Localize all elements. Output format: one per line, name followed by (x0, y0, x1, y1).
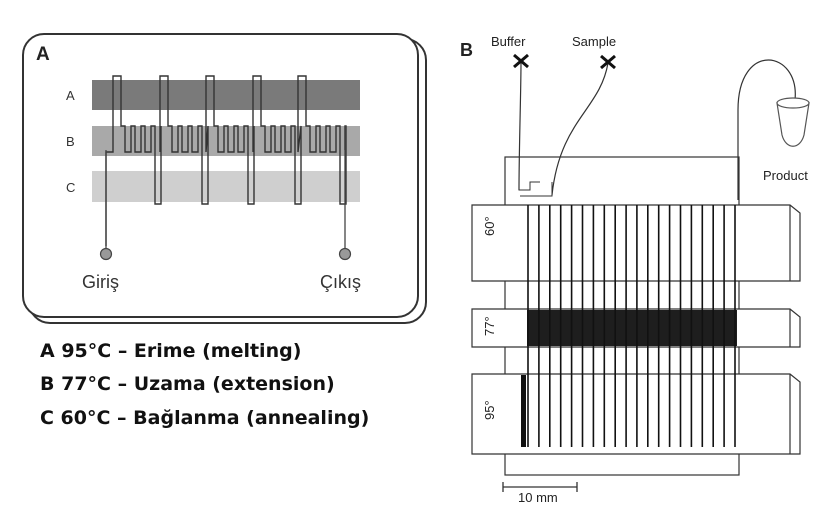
row-label-a: A (66, 88, 75, 103)
legend-line-melting: A 95°C – Erime (melting) (40, 340, 302, 362)
legend-line-extension: B 77°C – Uzama (extension) (40, 373, 335, 395)
temp-label-60: 60° (482, 216, 497, 236)
buffer-tube (518, 61, 522, 191)
panel-b-title: B (460, 40, 473, 60)
scale-label: 10 mm (518, 490, 558, 505)
heater-block-60 (471, 204, 801, 282)
product-label: Product (763, 168, 808, 183)
serpentine-channel (105, 75, 347, 246)
temp-label-95: 95° (482, 400, 497, 420)
band-a (92, 80, 360, 110)
melting-zone-edge (521, 375, 526, 447)
extension-zone-fill (527, 310, 737, 346)
row-label-c: C (66, 180, 76, 195)
outlet-tube (737, 59, 796, 200)
scale-bar (502, 482, 578, 492)
buffer-valve (513, 53, 529, 69)
inlet-label: Giriş (82, 272, 119, 292)
outlet-port (338, 247, 352, 261)
sample-valve (600, 54, 616, 70)
heater-block-95 (471, 373, 801, 455)
band-c (92, 171, 360, 202)
product-tube-icon (776, 97, 810, 147)
legend-line-annealing: C 60°C – Bağlanma (annealing) (40, 407, 370, 429)
inlet-port (99, 247, 113, 261)
buffer-label: Buffer (491, 34, 526, 49)
sample-label: Sample (572, 34, 617, 49)
row-label-b: B (66, 134, 75, 149)
temp-label-77: 77° (482, 316, 497, 336)
sample-tube (551, 62, 609, 196)
outlet-label: Çıkış (320, 272, 362, 292)
channel-lines (527, 205, 736, 447)
panel-a-title: A (36, 44, 50, 65)
